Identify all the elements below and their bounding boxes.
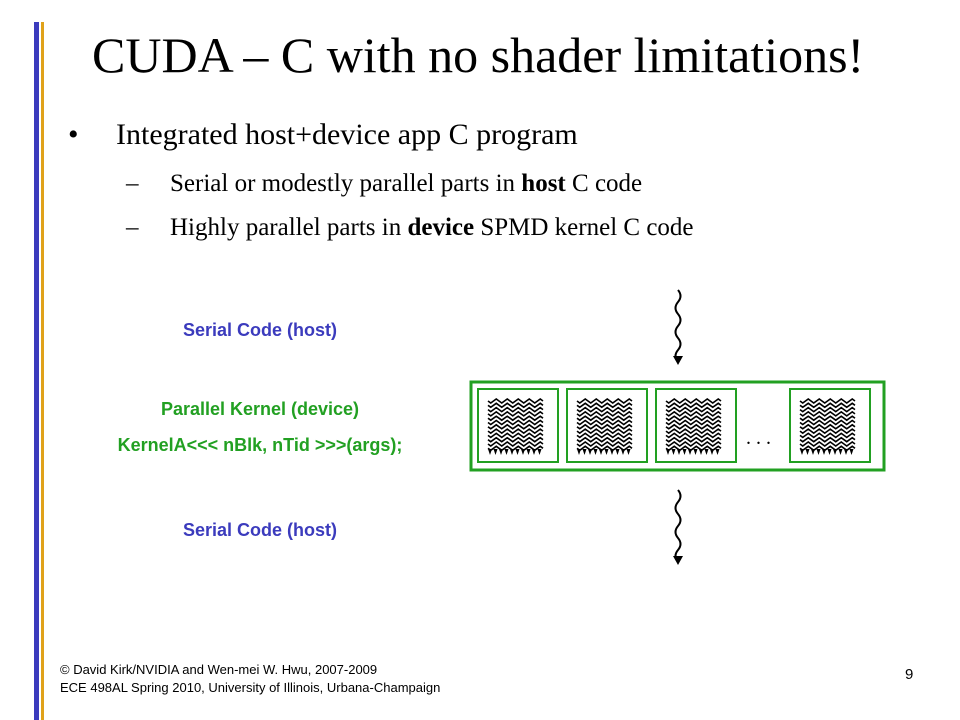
label-kernel-call: KernelA<<< nBlk, nTid >>>(args); — [117, 435, 403, 455]
emphasis-host: host — [521, 170, 566, 197]
left-accent-bar-blue — [34, 22, 39, 720]
sub-bullet-marker: – — [126, 214, 139, 241]
serial-thread-squiggle-icon — [673, 289, 683, 365]
slide-title: CUDA – C with no shader limitations! — [92, 27, 865, 83]
thread-bundle-icon — [576, 398, 633, 455]
label-parallel-kernel: Parallel Kernel (device) — [160, 399, 360, 419]
sub-bullet-marker: – — [126, 170, 139, 197]
thread-bundle-icon — [799, 398, 856, 455]
thread-bundle-icon — [665, 398, 722, 455]
thread-block — [655, 388, 737, 463]
emphasis-device: device — [407, 214, 475, 241]
label-serial-code-top: Serial Code (host) — [182, 320, 338, 340]
serial-thread-squiggle-icon — [673, 489, 683, 565]
thread-block — [789, 388, 871, 463]
bullet-text: Integrated host+device app C program — [116, 118, 578, 151]
ellipsis: . . . — [746, 427, 771, 449]
page-number: 9 — [905, 666, 914, 683]
thread-bundle-icon — [487, 398, 544, 455]
bullet-marker: • — [68, 118, 79, 151]
thread-blocks — [477, 388, 871, 463]
left-accent-bar-gold — [41, 22, 44, 720]
label-serial-code-bottom: Serial Code (host) — [182, 520, 338, 540]
kernel-grid-outline — [469, 380, 886, 472]
footer-course: ECE 498AL Spring 2010, University of Ill… — [60, 680, 441, 695]
thread-block — [566, 388, 648, 463]
sub-bullet-text: Serial or modestly parallel parts in hos… — [170, 170, 643, 197]
sub-bullet-text: Highly parallel parts in device SPMD ker… — [170, 214, 694, 241]
thread-block — [477, 388, 559, 463]
footer-copyright: © David Kirk/NVIDIA and Wen-mei W. Hwu, … — [60, 662, 378, 677]
